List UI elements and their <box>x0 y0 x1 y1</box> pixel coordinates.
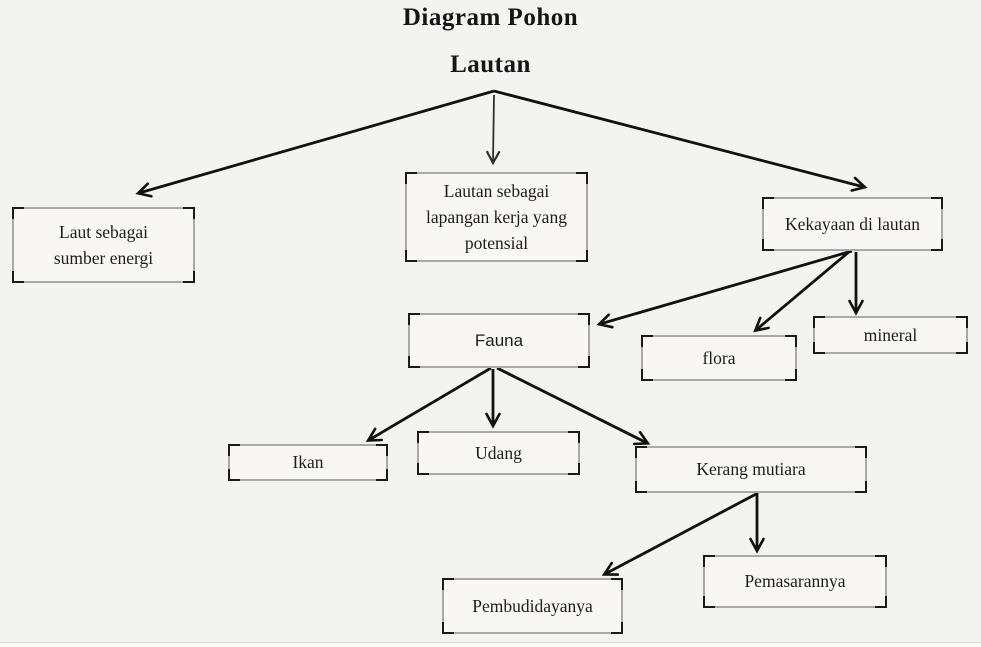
node-lautan-lapangan-kerja: Lautan sebagai lapangan kerja yang poten… <box>405 172 588 262</box>
node-label: Kekayaan di lautan <box>784 213 921 234</box>
node-label: Pembudidayanya <box>472 595 593 616</box>
node-label: Pemasarannya <box>744 571 846 592</box>
title-line-2: Lautan <box>450 51 531 78</box>
node-mineral: mineral <box>813 316 968 354</box>
node-label: flora <box>702 347 736 368</box>
node-label: Laut sebagai sumber energi <box>53 221 154 268</box>
edge-fauna-to-ikan <box>365 366 492 442</box>
node-label: mineral <box>863 324 918 345</box>
node-laut-sebagai-sumber-energi: Laut sebagai sumber energi <box>12 207 195 283</box>
node-label: Kerang mutiara <box>696 459 806 480</box>
node-kerang-mutiara: Kerang mutiara <box>635 446 867 493</box>
node-label: Lautan sebagai lapangan kerja yang poten… <box>426 180 567 254</box>
node-label: Fauna <box>474 330 524 350</box>
edge-root-to-lautan-lapangan-kerja <box>486 94 501 166</box>
edge-kekayaan-to-fauna <box>596 249 853 329</box>
node-label: Ikan <box>292 452 324 473</box>
node-label: Udang <box>475 442 522 463</box>
node-ikan: Ikan <box>228 444 388 481</box>
node-kekayaan-di-lautan: Kekayaan di lautan <box>762 197 943 251</box>
node-pembudidayanya: Pembudidayanya <box>442 578 623 634</box>
node-fauna: Fauna <box>408 313 590 368</box>
page-bottom-edge <box>0 642 981 647</box>
node-pemasarannya: Pemasarannya <box>703 555 887 608</box>
title-line-1: Diagram Pohon <box>402 4 579 31</box>
node-udang: Udang <box>417 431 580 475</box>
diagram-title: Diagram Pohon Lautan <box>0 4 981 79</box>
node-flora: flora <box>641 335 797 381</box>
